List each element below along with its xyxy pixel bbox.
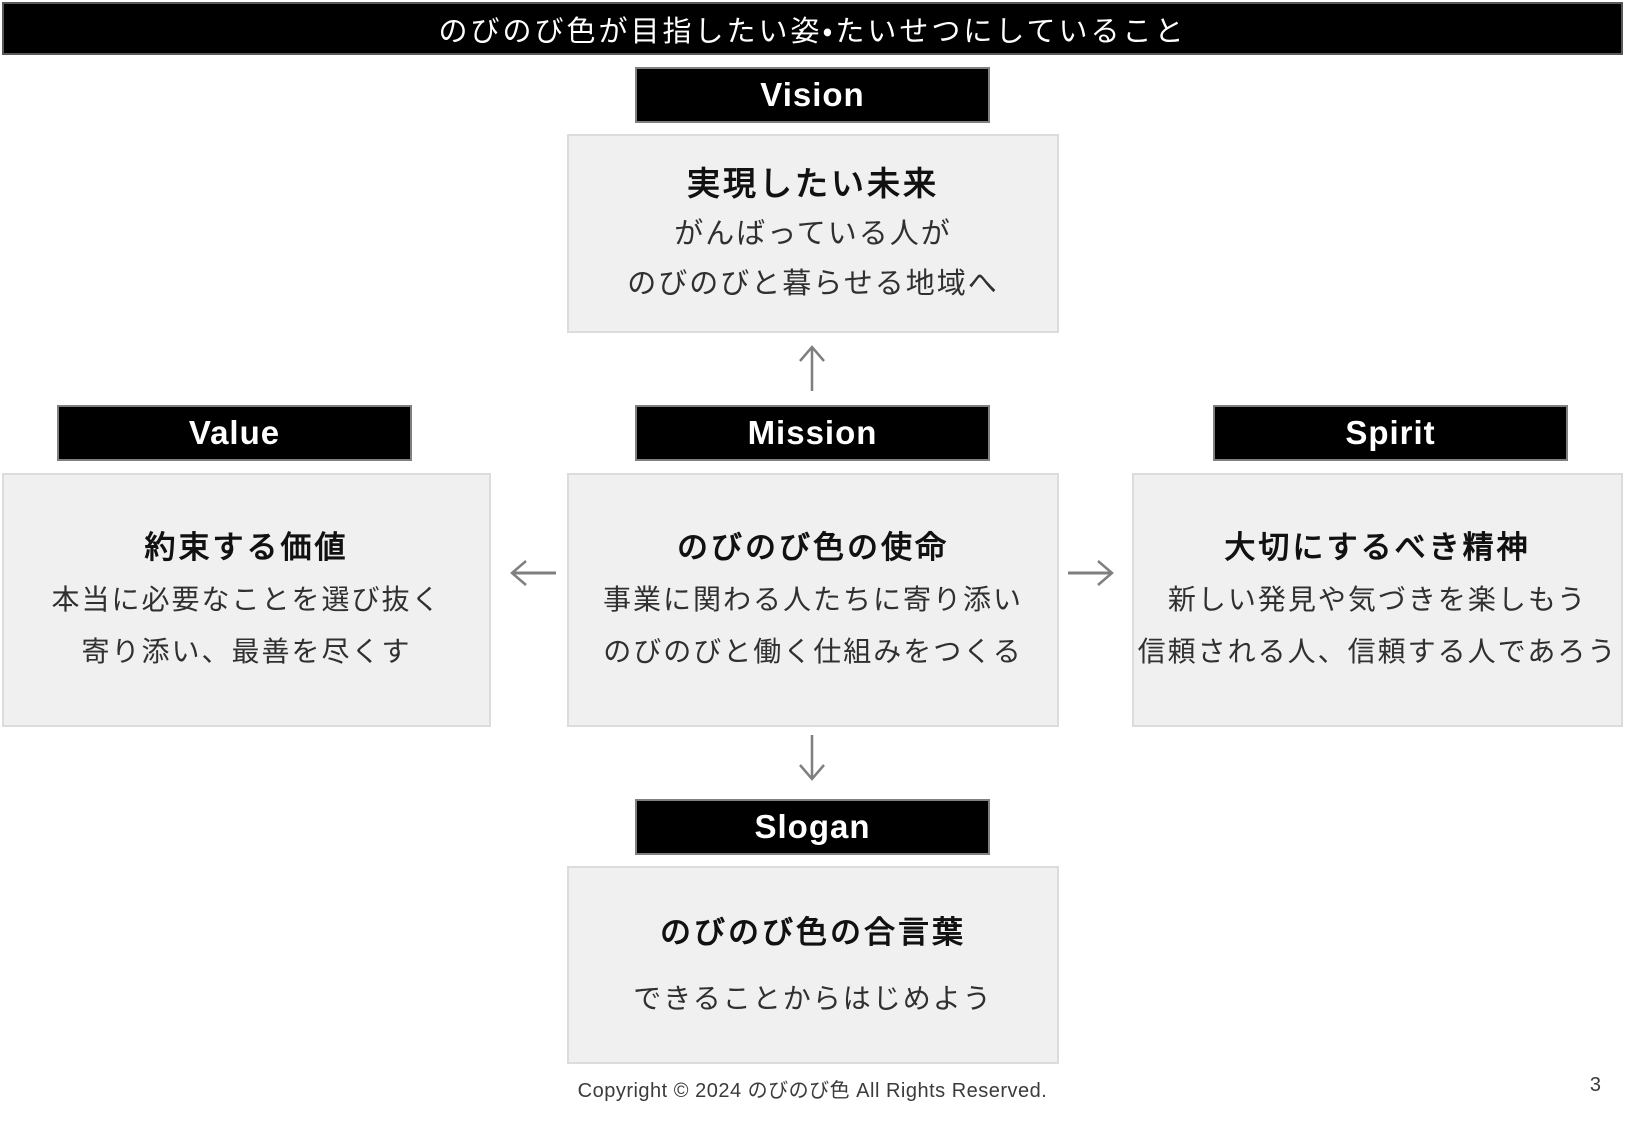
value-line-2: 寄り添い、最善を尽くす xyxy=(81,636,412,667)
slogan-header: Slogan xyxy=(635,799,990,855)
value-line-1: 本当に必要なことを選び抜く xyxy=(51,584,442,615)
page-number: 3 xyxy=(1589,1074,1601,1096)
vision-line-1: がんばっている人が xyxy=(674,217,952,250)
slide-title: のびのび色が目指したい姿・たいせつにしていること xyxy=(438,15,1187,48)
spirit-header-label: Spirit xyxy=(1345,414,1436,451)
spirit-line-2: 信頼される人、信頼する人であろう xyxy=(1137,636,1618,667)
mission-line-1: 事業に関わる人たちに寄り添い xyxy=(602,584,1023,615)
spirit-heading: 大切にするべき精神 xyxy=(1224,530,1531,565)
slogan-line-1: できることからはじめよう xyxy=(633,983,993,1014)
mission-heading: のびのび色の使命 xyxy=(677,530,949,565)
vision-panel: 実現したい未来 がんばっている人が のびのびと暮らせる地域へ xyxy=(567,134,1059,333)
slogan-heading: のびのび色の合言葉 xyxy=(660,915,966,950)
value-header: Value xyxy=(57,405,412,461)
mission-panel: のびのび色の使命 事業に関わる人たちに寄り添い のびのびと働く仕組みをつくる xyxy=(567,473,1059,727)
vision-heading: 実現したい未来 xyxy=(687,164,939,202)
value-panel: 約束する価値 本当に必要なことを選び抜く 寄り添い、最善を尽くす xyxy=(2,473,491,727)
arrow-right-icon xyxy=(1068,560,1114,586)
vision-header-label: Vision xyxy=(760,76,865,113)
spirit-header: Spirit xyxy=(1213,405,1568,461)
slogan-panel: のびのび色の合言葉 できることからはじめよう xyxy=(567,866,1059,1064)
mission-header: Mission xyxy=(635,405,990,461)
spirit-panel: 大切にするべき精神 新しい発見や気づきを楽しもう 信頼される人、信頼する人であろ… xyxy=(1132,473,1623,727)
spirit-line-1: 新しい発見や気づきを楽しもう xyxy=(1167,584,1588,615)
mission-line-2: のびのびと働く仕組みをつくる xyxy=(603,636,1023,667)
slogan-header-label: Slogan xyxy=(754,808,871,845)
value-header-label: Value xyxy=(188,414,281,451)
vision-header: Vision xyxy=(635,67,990,123)
copyright-text: Copyright © 2024 のびのび色 All Rights Reserv… xyxy=(577,1080,1048,1102)
arrow-up-icon xyxy=(799,345,825,391)
vision-line-2: のびのびと暮らせる地域へ xyxy=(627,267,999,300)
slide-title-bar: のびのび色が目指したい姿・たいせつにしていること xyxy=(2,2,1623,55)
value-heading: 約束する価値 xyxy=(144,530,349,565)
arrow-left-icon xyxy=(510,560,556,586)
mission-header-label: Mission xyxy=(747,414,878,451)
arrow-down-icon xyxy=(799,735,825,781)
